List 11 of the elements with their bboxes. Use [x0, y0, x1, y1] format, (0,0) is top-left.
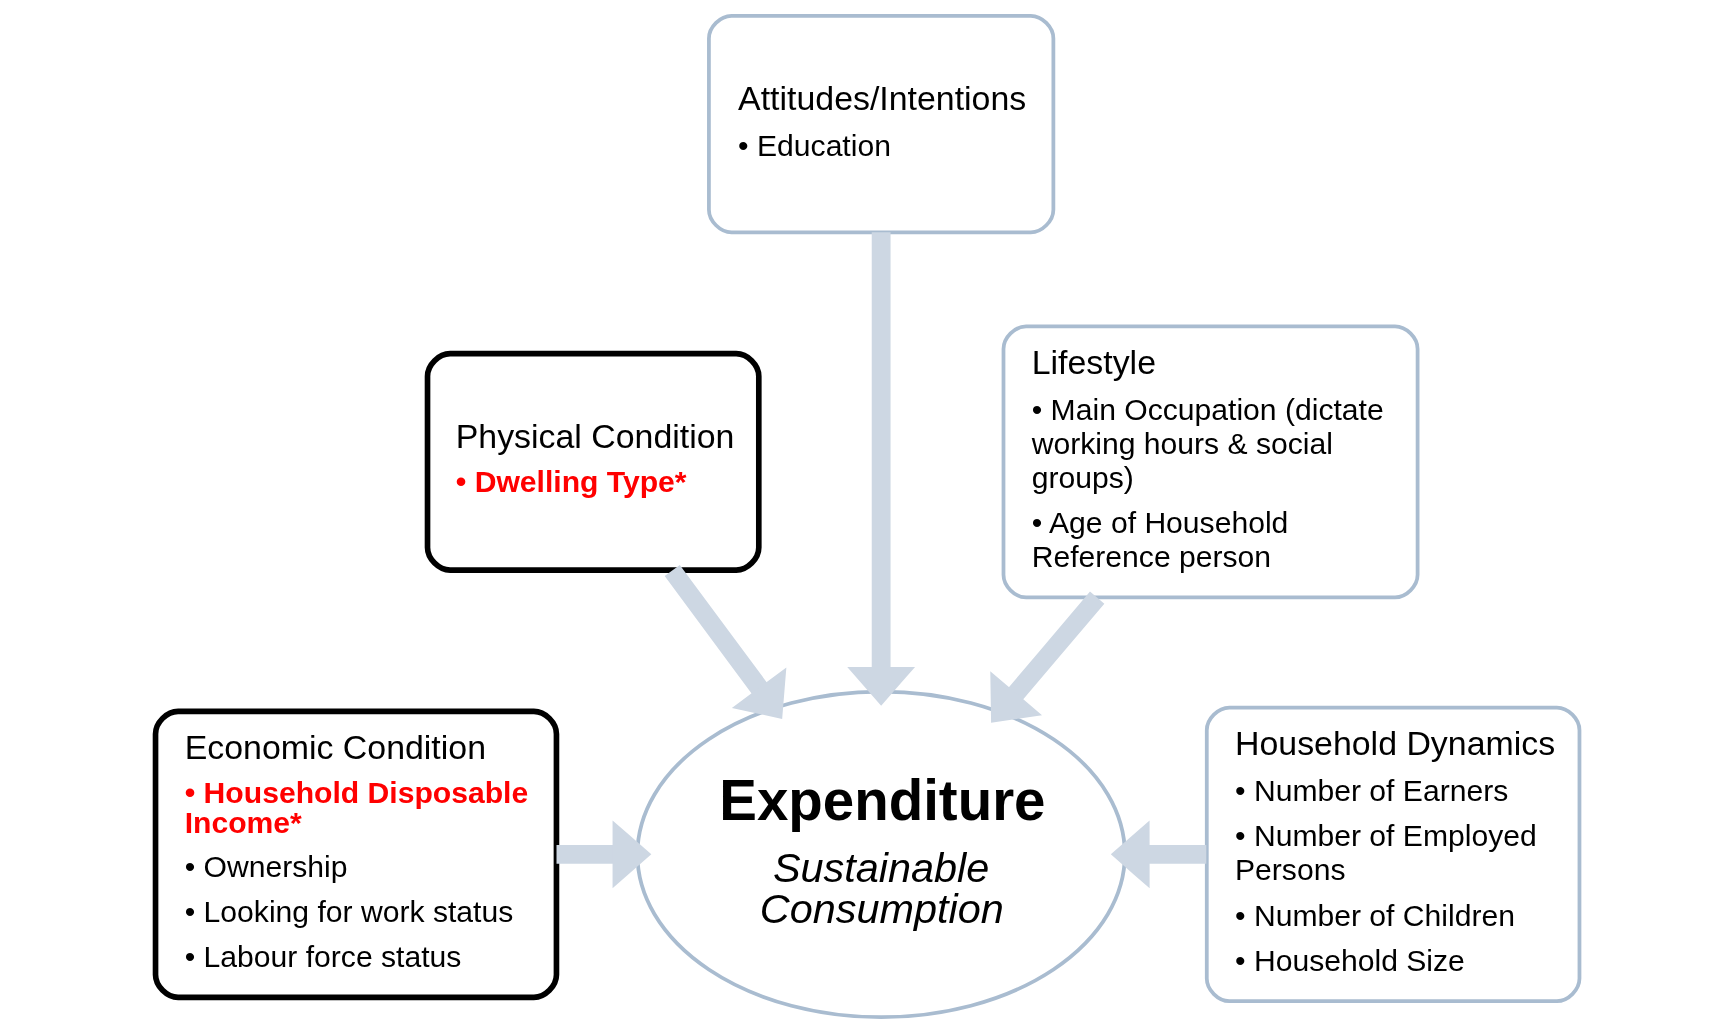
- arrow: [664, 564, 787, 719]
- node-box: Lifestyle • Main Occupation (dictate working hours & social groups) • Age of Household Reference person: [1001, 324, 1420, 600]
- node-box: Physical Condition • Dwelling Type*: [424, 350, 762, 573]
- node-box: Economic Condition • Household Disposable Income* • Ownership • Looking for work status • Labour force status: [152, 708, 560, 1001]
- node-box: Household Dynamics • Number of Earners • Number of Employed Persons • Number of Children • Household Size: [1204, 705, 1582, 1004]
- arrow: [1110, 820, 1207, 889]
- node-box: Attitudes/Intentions • Education: [707, 13, 1056, 235]
- arrow: [847, 232, 916, 706]
- node-ellipse: Expenditure Sustainable Consumption: [635, 689, 1127, 1020]
- arrow: [990, 591, 1105, 723]
- arrow: [556, 820, 652, 889]
